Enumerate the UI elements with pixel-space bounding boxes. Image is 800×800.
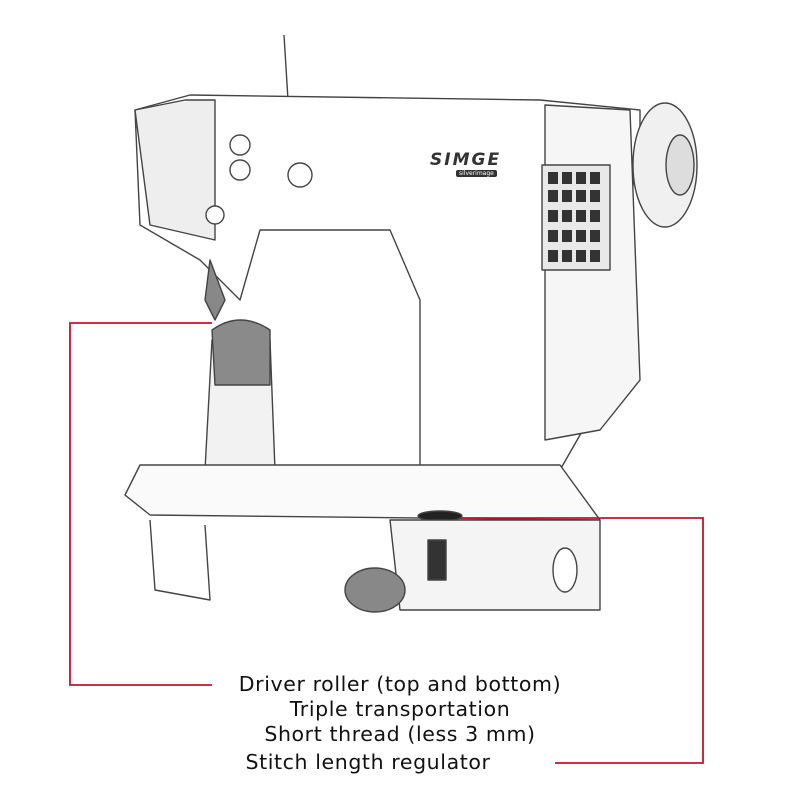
callout-line-roller [69,322,212,686]
post-roller [211,319,271,386]
machine-base-plate [124,464,601,521]
brand-logo: SIMGE [430,150,502,170]
feature-label-triple-transport: Triple transportation [289,697,511,721]
brand-sub-logo: silverimage [456,170,497,177]
feature-label-short-thread: Short thread (less 3 mm) [264,722,536,746]
feature-label-driver-roller: Driver roller (top and bottom) [238,672,562,696]
top-roller [204,259,226,321]
machine-head [134,99,216,241]
knee-lifter [149,519,211,601]
callout-line-regulator [462,517,704,764]
thread-stand [283,34,289,101]
feature-label-stitch-regulator: Stitch length regulator [245,750,491,774]
motor-housing [544,104,641,441]
motor [344,567,406,613]
handwheel [632,102,698,228]
